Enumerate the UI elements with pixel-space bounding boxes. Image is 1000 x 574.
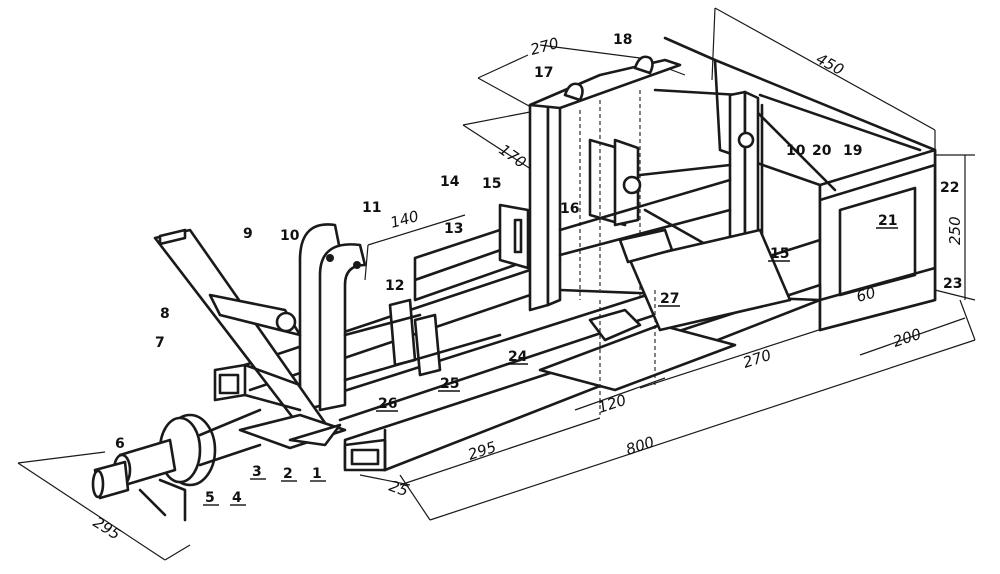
part-label-4: 4 — [232, 490, 242, 506]
part-label-20: 20 — [812, 143, 832, 159]
part-label-10b: 10 — [786, 143, 806, 159]
part-label-24: 24 — [508, 349, 528, 365]
part-label-13: 13 — [444, 221, 463, 237]
dimension-295-middle: 295 — [466, 438, 499, 464]
part-label-10a: 10 — [280, 228, 300, 244]
part-label-23: 23 — [943, 276, 962, 292]
part-label-9: 9 — [243, 226, 253, 242]
dimension-200: 200 — [891, 325, 924, 351]
part-label-7: 7 — [155, 335, 165, 351]
dimension-120: 120 — [596, 391, 629, 417]
floor-plates — [538, 228, 792, 392]
part-label-5: 5 — [205, 490, 215, 506]
dimension-60: 60 — [854, 284, 877, 306]
dimension-270-lower: 270 — [741, 346, 774, 372]
dimension-250: 250 — [946, 216, 964, 245]
dimension-140: 140 — [388, 207, 420, 232]
dimension-800: 800 — [624, 433, 657, 459]
part-label-15a: 15 — [482, 176, 501, 192]
part-labels: 1 2 3 4 5 6 7 8 9 10 10 11 12 13 14 15 1… — [115, 32, 962, 506]
part-label-16: 16 — [560, 201, 579, 217]
part-label-1: 1 — [312, 466, 322, 482]
dimension-170: 170 — [496, 141, 530, 172]
hidden-lines — [384, 290, 656, 470]
dimension-450: 450 — [813, 50, 847, 79]
part-label-26: 26 — [378, 396, 397, 412]
part-label-15b: 15 — [770, 246, 789, 262]
dimension-270-top: 270 — [528, 34, 560, 59]
part-label-8: 8 — [160, 306, 170, 322]
dimension-25: 25 — [387, 477, 411, 500]
part-label-12: 12 — [385, 278, 404, 294]
part-label-6: 6 — [115, 436, 125, 452]
part-label-25: 25 — [440, 376, 459, 392]
part-label-3: 3 — [252, 464, 262, 480]
part-label-14: 14 — [440, 174, 460, 190]
part-label-19: 19 — [843, 143, 862, 159]
part-label-11: 11 — [362, 200, 381, 216]
lever-assembly — [153, 228, 332, 442]
label-underlines — [203, 227, 898, 506]
shaft-assembly — [91, 408, 262, 522]
part-label-18: 18 — [613, 32, 632, 48]
arch-brackets — [298, 223, 502, 412]
foot-plate — [238, 413, 347, 450]
part-label-21: 21 — [878, 213, 897, 229]
part-label-22: 22 — [940, 180, 959, 196]
part-label-27: 27 — [660, 291, 679, 307]
part-label-2: 2 — [283, 466, 293, 482]
slotted-plate-and-beam — [413, 203, 530, 302]
part-label-17: 17 — [534, 65, 553, 81]
dimension-295-left: 295 — [90, 513, 124, 543]
dimension-lines — [17, 7, 976, 561]
